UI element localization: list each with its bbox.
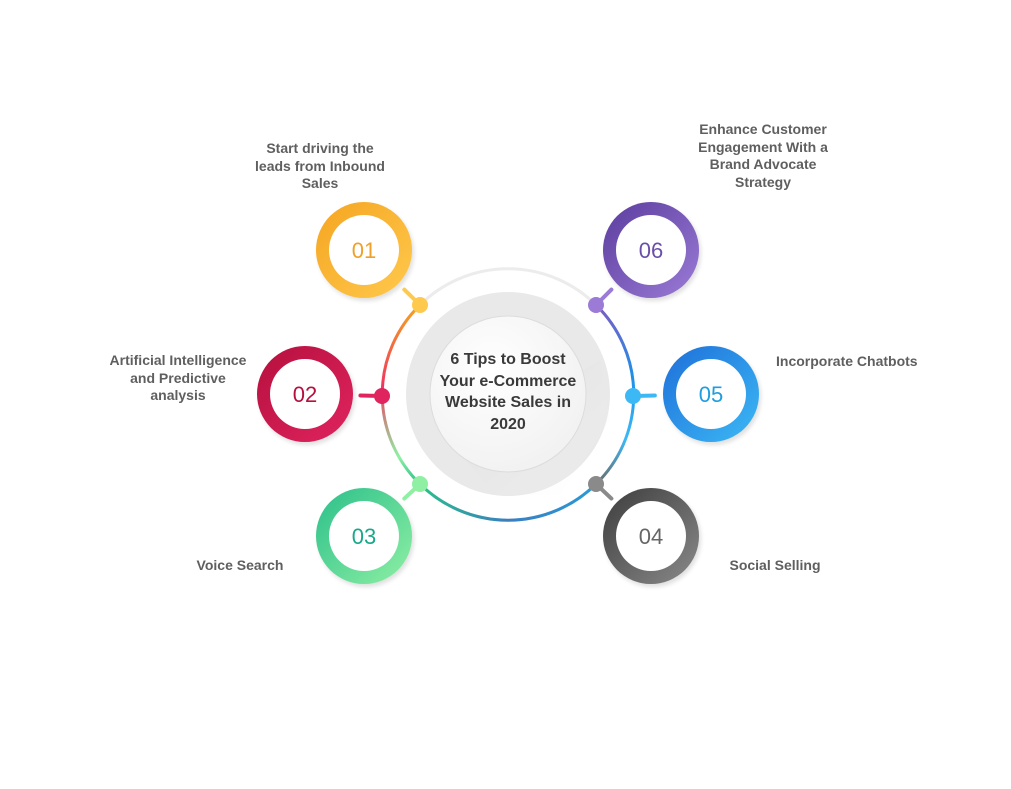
- tip-dot: [588, 476, 604, 492]
- tip-inner: [270, 359, 340, 429]
- tip-inner: [329, 215, 399, 285]
- tip-number: 04: [639, 524, 663, 549]
- center-inner-disc: [429, 315, 587, 473]
- tip-label: Incorporate Chatbots: [776, 353, 918, 369]
- tip-dot: [374, 388, 390, 404]
- tip-04: 04: [588, 476, 701, 587]
- tip-label: Enhance Customer Engagement With a Brand…: [698, 121, 828, 190]
- tip-label: Artificial Intelligence and Predictive a…: [109, 352, 247, 403]
- tip-dot: [412, 476, 428, 492]
- tip-label: Start driving the leads from Inbound Sal…: [255, 140, 385, 191]
- tip-inner: [616, 215, 686, 285]
- tip-06: 06: [588, 202, 701, 313]
- tip-dot: [588, 297, 604, 313]
- tip-inner: [616, 501, 686, 571]
- ring-bottom-arc: [418, 482, 598, 522]
- tip-05: 05: [625, 346, 761, 445]
- tip-dot: [412, 297, 428, 313]
- tip-01: 01: [316, 202, 428, 313]
- tip-number: 03: [352, 524, 376, 549]
- tip-label: Social Selling: [729, 557, 821, 573]
- tip-number: 06: [639, 238, 663, 263]
- tip-label: Voice Search: [196, 557, 284, 573]
- ring-top-arc: [418, 267, 598, 307]
- tip-inner: [329, 501, 399, 571]
- center-title: 6 Tips to Boost Your e-Commerce Website …: [439, 351, 577, 433]
- tip-inner: [676, 359, 746, 429]
- tip-dot: [625, 388, 641, 404]
- tip-03: 03: [316, 476, 428, 587]
- tip-02: 02: [257, 346, 390, 445]
- tip-number: 02: [293, 382, 317, 407]
- tip-number: 01: [352, 238, 376, 263]
- tip-number: 05: [699, 382, 723, 407]
